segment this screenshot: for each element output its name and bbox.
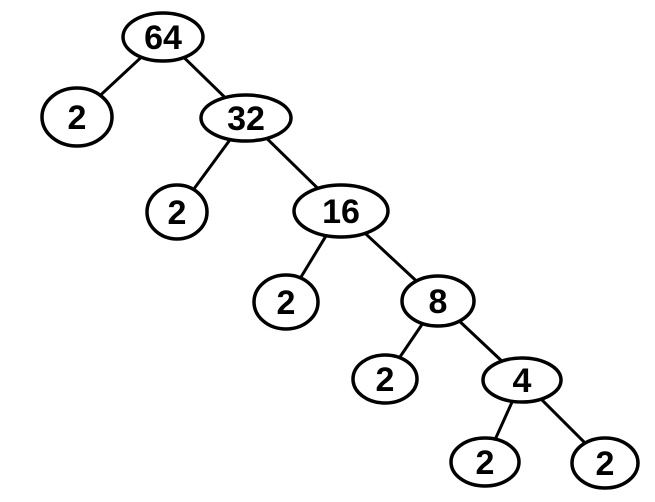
edge-n64-n32 [182,55,227,100]
node-ellipse [292,183,390,239]
node-ellipse [121,11,205,63]
edge-n32-n2b [192,138,232,191]
node-ellipse [40,86,114,148]
tree-node-n2e: 2 [449,436,521,488]
tree-node-n2b: 2 [145,183,209,241]
node-ellipse [351,353,419,405]
tree-edges [98,55,587,445]
tree-node-n64: 64 [121,11,205,63]
node-ellipse [481,356,563,404]
tree-node-n2c: 2 [252,273,320,331]
node-label: 4 [513,362,532,400]
node-ellipse [199,93,293,143]
tree-node-n4: 4 [481,356,563,404]
tree-nodes: 64 2 32 2 16 2 8 2 4 2 2 [40,11,640,490]
edge-n4-n2f [539,397,587,445]
edge-n64-n2a [98,55,143,97]
node-label: 32 [227,100,265,138]
node-ellipse [400,274,476,328]
node-ellipse [570,436,640,490]
node-label: 16 [322,193,360,231]
tree-node-n2a: 2 [40,86,114,148]
tree-node-n2d: 2 [351,353,419,405]
edge-n8-n2d [398,322,425,360]
node-label: 2 [376,361,395,399]
node-label: 2 [596,445,615,483]
edge-n8-n4 [457,319,504,363]
tree-node-n32: 32 [199,93,293,143]
node-label: 2 [168,194,187,232]
node-label: 64 [144,19,182,57]
edge-n16-n2c [299,234,328,280]
edge-n4-n2e [493,399,514,441]
node-label: 2 [476,444,495,482]
node-label: 2 [68,99,87,137]
tree-node-n16: 16 [292,183,390,239]
node-ellipse [449,436,521,488]
node-ellipse [145,183,209,241]
edge-n16-n8 [363,231,418,283]
edge-n32-n16 [265,136,320,190]
node-label: 8 [429,283,448,321]
node-label: 2 [277,284,296,322]
node-ellipse [252,273,320,331]
tree-node-n2f: 2 [570,436,640,490]
tree-node-n8: 8 [400,274,476,328]
